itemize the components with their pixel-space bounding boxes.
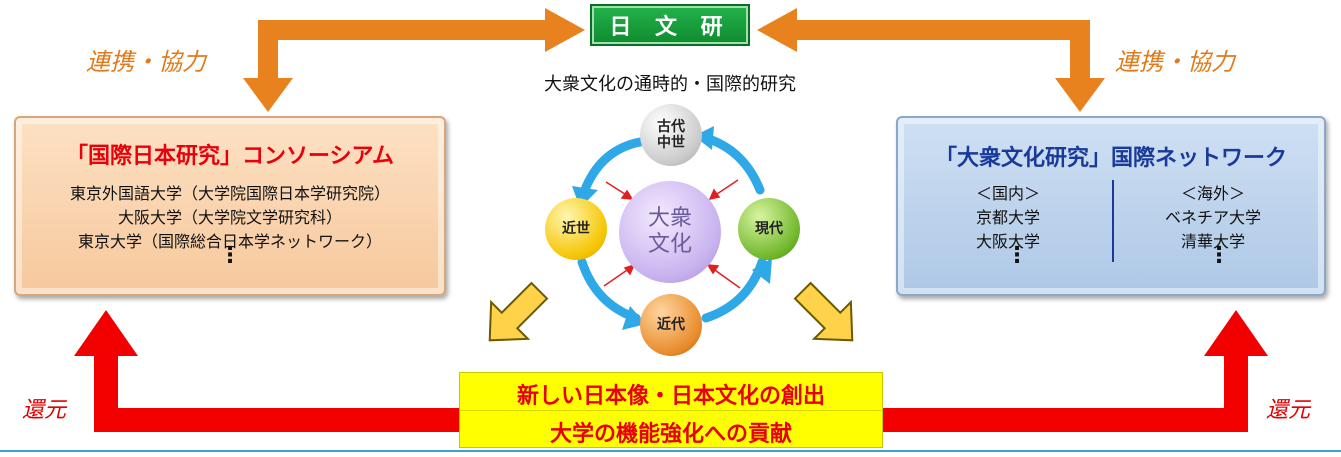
return-arrow-left <box>74 310 460 432</box>
overseas-heading: ＜海外＞ <box>1180 184 1245 203</box>
domestic-university: 京都大学 <box>975 208 1040 227</box>
bottom-rule <box>0 450 1341 452</box>
column-divider <box>1112 180 1114 262</box>
return-label-right: 還元 <box>1266 398 1311 423</box>
outcome-divider <box>460 410 882 411</box>
nichibunken-title: 日 文 研 <box>590 4 750 46</box>
center-line2: 文化 <box>647 232 692 257</box>
consortium-member: 東京外国語大学（大学院国際日本学研究院） <box>69 184 390 203</box>
popular-culture-center: 大衆文化 <box>619 181 721 283</box>
overseas-ellipsis: ⋮ <box>1208 243 1230 268</box>
outcome-line-1: 新しい日本像・日本文化の創出 <box>516 384 825 409</box>
center-line1: 大衆 <box>647 206 692 231</box>
era-ancient-medieval: 古代中世 <box>640 104 702 166</box>
era-early-modern: 近世 <box>545 198 607 260</box>
collab-arrow-left <box>243 8 585 112</box>
output-arrow-left <box>488 281 549 342</box>
domestic-heading: ＜国内＞ <box>975 184 1040 203</box>
return-label-left: 還元 <box>22 398 67 423</box>
consortium-member: 東京大学（国際総合日本学ネットワーク） <box>77 232 382 251</box>
overseas-university: 清華大学 <box>1180 232 1245 251</box>
inflow-arrows <box>603 179 741 289</box>
era-ancient-line2: 中世 <box>657 135 685 151</box>
collab-label-right: 連携・協力 <box>1115 48 1235 76</box>
network-title: 「大衆文化研究」国際ネットワーク <box>934 146 1287 171</box>
collab-arrow-right <box>757 8 1105 112</box>
consortium-ellipsis: ⋮ <box>219 243 241 268</box>
era-ancient-line1: 古代 <box>657 119 685 135</box>
era-modern: 近代 <box>640 294 702 356</box>
consortium-box: 「国際日本研究」コンソーシアム 東京外国語大学（大学院国際日本学研究院） 大阪大… <box>14 116 446 296</box>
research-subtitle: 大衆文化の通時的・国際的研究 <box>544 74 796 95</box>
consortium-member: 大阪大学（大学院文学研究科） <box>117 208 342 227</box>
domestic-university: 大阪大学 <box>975 232 1040 251</box>
collab-label-left: 連携・協力 <box>86 48 206 76</box>
domestic-ellipsis: ⋮ <box>1006 243 1028 268</box>
consortium-title: 「国際日本研究」コンソーシアム <box>65 144 395 169</box>
output-arrow-right <box>793 281 854 342</box>
era-contemporary: 現代 <box>738 198 800 260</box>
overseas-university: ベネチア大学 <box>1164 208 1261 227</box>
return-arrow-right <box>882 310 1268 432</box>
outcome-line-2: 大学の機能強化への貢献 <box>549 422 792 447</box>
outcome-box: 新しい日本像・日本文化の創出 大学の機能強化への貢献 <box>459 372 883 448</box>
network-box: 「大衆文化研究」国際ネットワーク ＜国内＞ 京都大学 大阪大学 ⋮ ＜海外＞ ベ… <box>896 116 1326 296</box>
